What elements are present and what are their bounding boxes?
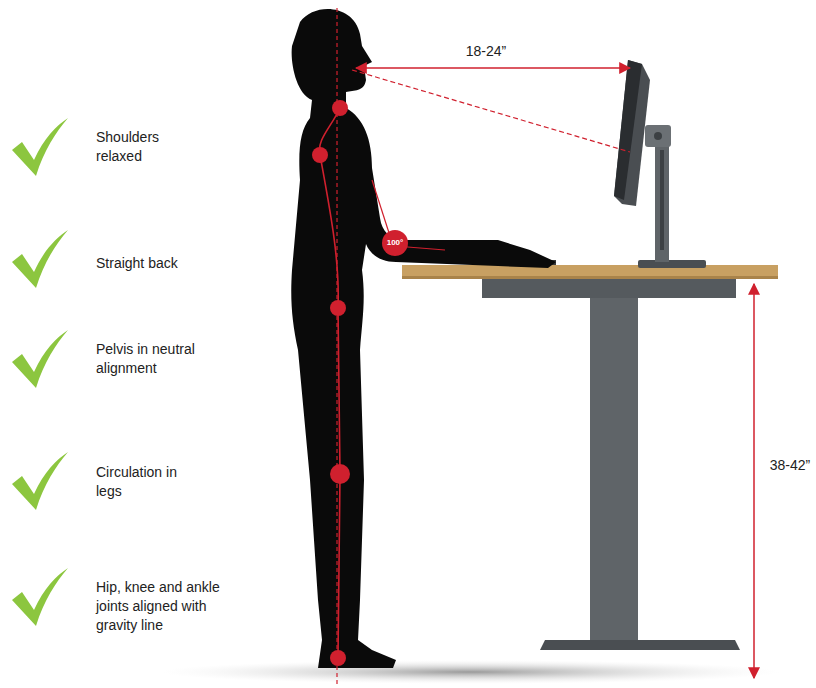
checklist-item: Straight back <box>96 254 216 273</box>
desk-height-arrow <box>753 284 755 678</box>
dimension-label: 38-42” <box>764 456 816 475</box>
angle-label: 100° <box>381 238 409 248</box>
joint-dots <box>312 100 350 666</box>
checklist-item: Circulation in legs <box>96 463 186 501</box>
checklist-item: Pelvis in neutral alignment <box>96 340 211 378</box>
alignment-line <box>319 108 340 658</box>
elbow-angle <box>372 180 445 256</box>
person-silhouette <box>291 9 556 668</box>
sight-line <box>352 70 630 152</box>
standing-desk <box>402 265 778 650</box>
checklist-item: Shoulders relaxed <box>96 128 186 166</box>
dimension-label: 18-24” <box>448 42 524 61</box>
viewing-distance-arrow <box>356 67 630 69</box>
checkmarks <box>12 118 68 626</box>
checklist-item: Hip, knee and ankle joints aligned with … <box>96 578 226 635</box>
floor-shadow <box>160 660 780 684</box>
monitor <box>614 60 706 268</box>
